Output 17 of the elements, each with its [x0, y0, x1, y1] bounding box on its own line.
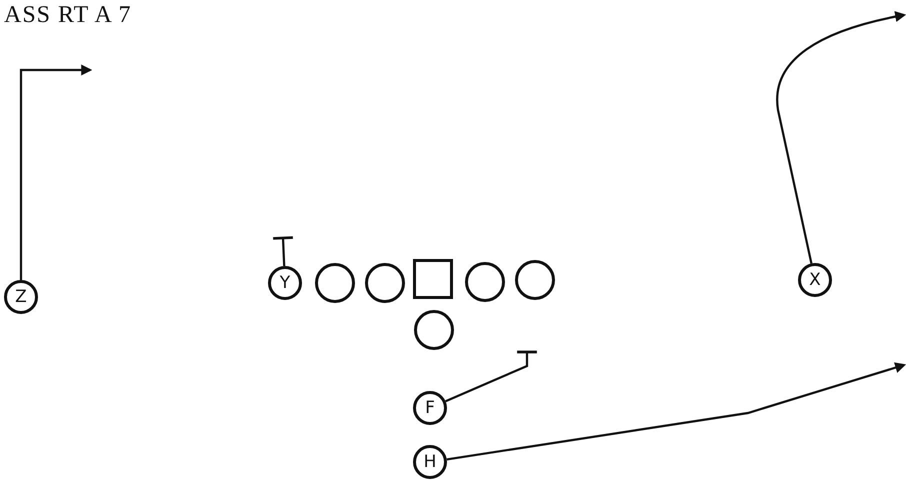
player-circle: Y: [268, 266, 302, 300]
lineman-circle: [465, 262, 505, 302]
play-title: ASS RT A 7: [4, 2, 132, 29]
route-arrow: [776, 11, 906, 264]
player-circle: X: [798, 263, 832, 297]
route-arrow: [20, 64, 92, 280]
center-square: [413, 259, 453, 299]
block-line: [445, 350, 538, 402]
route-arrow: [446, 362, 906, 460]
player-circle: H: [413, 445, 447, 479]
player-circle: Z: [4, 280, 38, 314]
player-circle: F: [413, 391, 447, 425]
lineman-circle: [365, 263, 405, 303]
lineman-circle: [315, 263, 355, 303]
block-line: [272, 236, 294, 266]
lineman-circle: [515, 260, 555, 300]
lineman-circle: [414, 310, 454, 350]
